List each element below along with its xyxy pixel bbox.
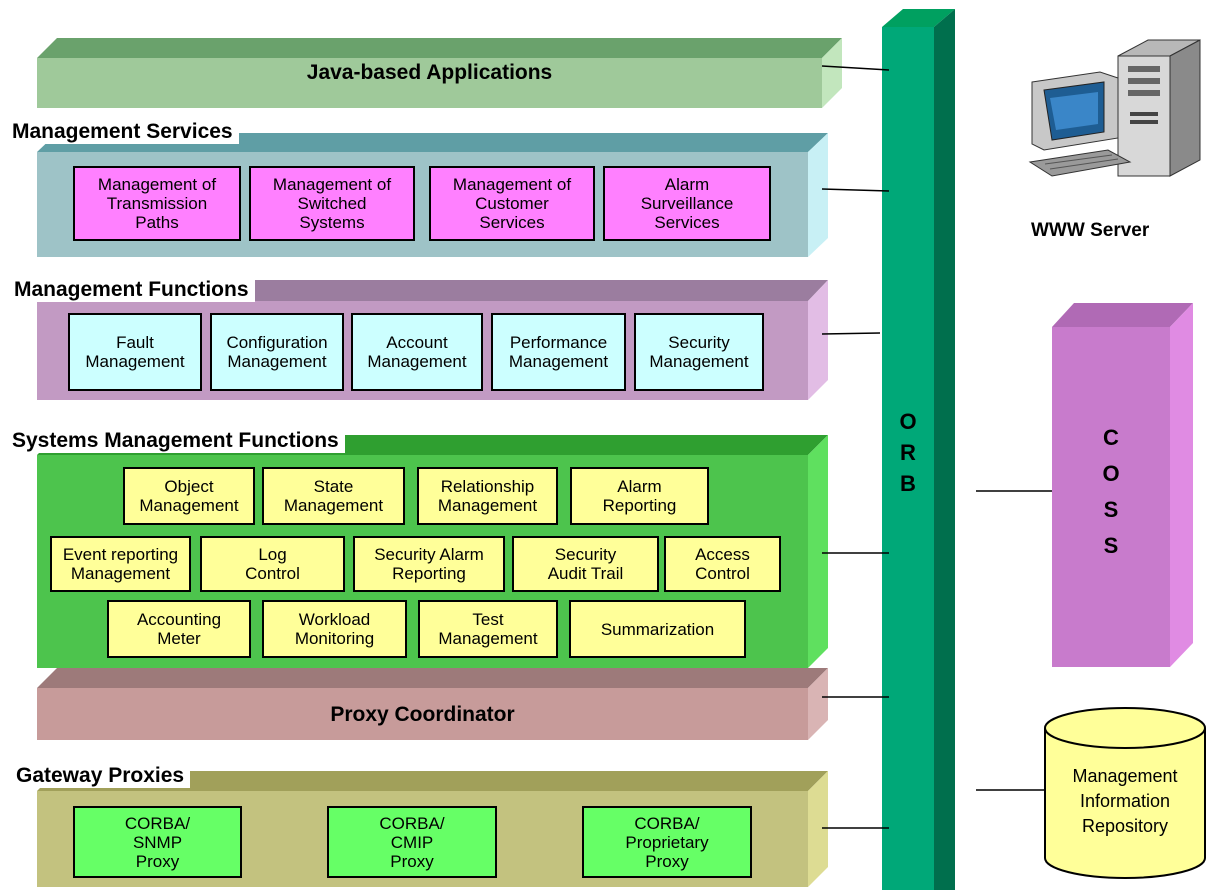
smf-box-security-alarm-reporting: Security Alarm Reporting	[353, 536, 505, 592]
smf-box-summarization: Summarization	[569, 600, 746, 658]
service-box-switched-systems: Management of Switched Systems	[249, 166, 415, 241]
orb-column	[882, 9, 955, 890]
smf-box-test-management: Test Management	[418, 600, 558, 658]
sys-mgmt-functions-title: Systems Management Functions	[12, 429, 345, 453]
coss-label: C O S S	[1102, 425, 1120, 558]
smf-box-state-management: State Management	[262, 467, 405, 525]
smf-box-access-control: Access Control	[664, 536, 781, 592]
service-box-transmission-paths: Management of Transmission Paths	[73, 166, 241, 241]
smf-box-security-audit-trail: Security Audit Trail	[512, 536, 659, 592]
orb-label: O R B	[899, 409, 917, 496]
smf-box-relationship-management: Relationship Management	[417, 467, 558, 525]
proxy-box-cmip: CORBA/ CMIP Proxy	[327, 806, 497, 878]
computer-icon	[1028, 39, 1201, 177]
smf-box-event-reporting: Event reporting Management	[50, 536, 191, 592]
service-box-customer-services: Management of Customer Services	[429, 166, 595, 241]
function-box-security: Security Management	[634, 313, 764, 391]
proxy-coordinator-bar	[37, 668, 828, 740]
mgmt-functions-title: Management Functions	[14, 278, 255, 302]
smf-box-object-management: Object Management	[123, 467, 255, 525]
proxy-coordinator-label: Proxy Coordinator	[330, 703, 515, 726]
gateway-proxies-title: Gateway Proxies	[16, 764, 191, 788]
function-box-fault: Fault Management	[68, 313, 202, 391]
smf-box-accounting-meter: Accounting Meter	[107, 600, 251, 658]
function-box-account: Account Management	[351, 313, 483, 391]
service-box-alarm-surveillance: Alarm Surveillance Services	[603, 166, 771, 241]
www-server-label: WWW Server	[1031, 220, 1150, 241]
function-box-configuration: Configuration Management	[210, 313, 344, 391]
mgmt-services-title: Management Services	[12, 120, 239, 144]
java-apps-bar	[37, 38, 842, 108]
connector-lines	[821, 65, 1055, 829]
function-box-performance: Performance Management	[491, 313, 626, 391]
coss-column	[1052, 303, 1193, 667]
repository-label: Management Information Repository	[1072, 766, 1178, 836]
proxy-box-snmp: CORBA/ SNMP Proxy	[73, 806, 242, 878]
proxy-box-proprietary: CORBA/ Proprietary Proxy	[582, 806, 752, 878]
smf-box-workload-monitoring: Workload Monitoring	[262, 600, 407, 658]
database-cylinder-icon	[1044, 707, 1206, 879]
smf-box-alarm-reporting: Alarm Reporting	[570, 467, 709, 525]
java-apps-label: Java-based Applications	[306, 61, 553, 84]
smf-box-log-control: Log Control	[200, 536, 345, 592]
